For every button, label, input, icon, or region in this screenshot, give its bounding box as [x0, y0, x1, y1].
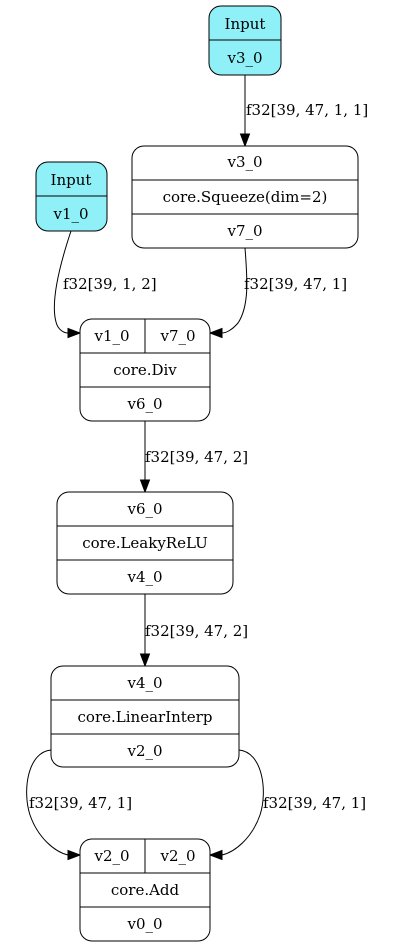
input-node-v1[interactable]: Input v1_0: [35, 161, 108, 232]
node-input-a: v1_0: [93, 327, 129, 345]
add-node[interactable]: v2_0 v2_0 core.Add v0_0: [79, 838, 211, 942]
edge-label: f32[39, 47, 1]: [29, 794, 132, 812]
edge-label: f32[39, 47, 2]: [145, 622, 248, 640]
node-output: v7_0: [226, 222, 262, 240]
squeeze-node[interactable]: v3_0 core.Squeeze(dim=2) v7_0: [131, 145, 359, 249]
node-input: v3_0: [226, 153, 262, 171]
node-output: v4_0: [126, 568, 162, 586]
node-op: core.Add: [111, 881, 180, 899]
node-input-b: v2_0: [159, 847, 195, 865]
node-title: Input: [225, 15, 266, 33]
edge-label: f32[39, 47, 2]: [145, 448, 248, 466]
node-output: v2_0: [126, 742, 162, 760]
node-input: v4_0: [126, 674, 162, 692]
node-output: v3_0: [226, 49, 262, 67]
node-output: v6_0: [126, 395, 162, 413]
edge-leaky-to-interp: f32[39, 47, 2]: [139, 594, 248, 668]
leaky-relu-node[interactable]: v6_0 core.LeakyReLU v4_0: [56, 491, 234, 595]
edge-squeeze-to-div: f32[39, 47, 1]: [208, 247, 347, 339]
edge-v1-to-div: f32[39, 1, 2]: [53, 230, 157, 339]
node-title: Input: [51, 171, 92, 189]
node-op: core.LinearInterp: [78, 708, 213, 726]
edge-label: f32[39, 47, 1]: [244, 275, 347, 293]
edge-interp-to-add-left: f32[39, 47, 1]: [26, 749, 132, 861]
edge-v3-to-squeeze: f32[39, 47, 1, 1]: [239, 75, 368, 148]
node-input-b: v7_0: [159, 327, 195, 345]
edge-label: f32[39, 47, 1]: [263, 794, 366, 812]
edge-label: f32[39, 1, 2]: [63, 275, 157, 293]
node-input-a: v2_0: [93, 847, 129, 865]
node-op: core.Div: [113, 361, 177, 379]
edge-label: f32[39, 47, 1, 1]: [246, 101, 368, 119]
node-op: core.Squeeze(dim=2): [163, 188, 328, 206]
div-node[interactable]: v1_0 v7_0 core.Div v6_0: [79, 318, 211, 422]
node-op: core.LeakyReLU: [82, 534, 208, 552]
node-input: v6_0: [126, 500, 162, 518]
node-output: v1_0: [52, 205, 88, 223]
node-output: v0_0: [126, 915, 162, 933]
edge-div-to-leaky: f32[39, 47, 2]: [139, 421, 248, 494]
input-node-v3[interactable]: Input v3_0: [208, 5, 282, 76]
edge-interp-to-add-right: f32[39, 47, 1]: [208, 749, 366, 861]
linear-interp-node[interactable]: v4_0 core.LinearInterp v2_0: [50, 665, 240, 768]
